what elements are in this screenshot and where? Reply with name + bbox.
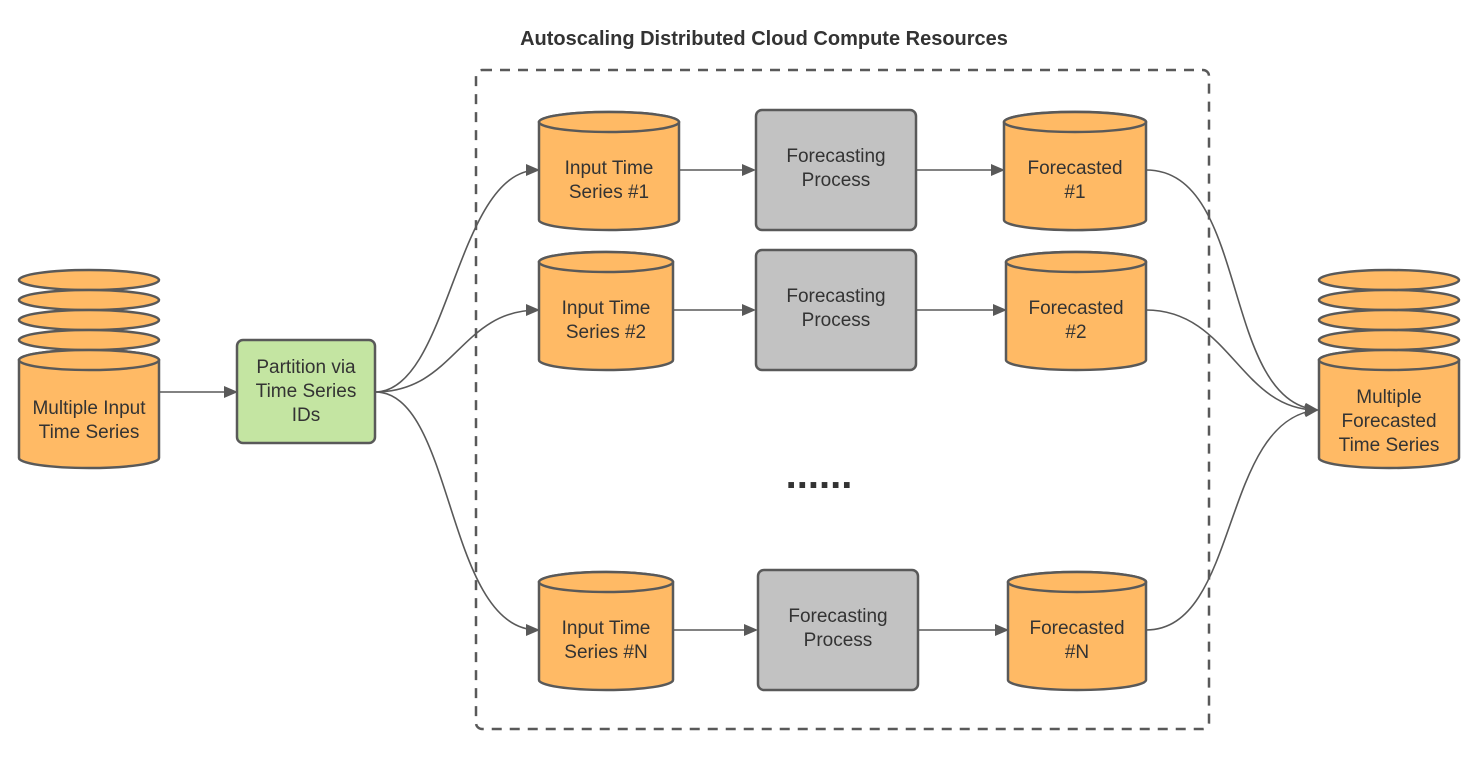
input-store-label-2: Time Series: [39, 422, 140, 443]
input-store-label-1: Multiple Input: [32, 398, 146, 419]
output-store-label-2: Forecasted: [1341, 411, 1436, 432]
ellipsis: ......: [786, 453, 853, 497]
input-series-1-cylinder: [537, 110, 681, 232]
cloud-boundary: [474, 68, 1211, 731]
edge-partition-to-input-n: [374, 391, 540, 636]
edge-partition-to-input-2: [374, 304, 540, 393]
edge-output-1-to-store: [1145, 169, 1319, 415]
output-store-label-3: Time Series: [1339, 435, 1440, 456]
input-series-1-label-2: Series #1: [569, 182, 649, 203]
forecasted-2-label-1: Forecasted: [1028, 298, 1123, 319]
forecasting-process-n-label-2: Process: [804, 630, 873, 651]
input-series-n-cylinder: [537, 570, 675, 692]
output-store-label-1: Multiple: [1356, 387, 1421, 408]
partition-box: [235, 338, 377, 445]
forecasted-2-cylinder: [1004, 250, 1148, 372]
forecasting-process-n: [756, 568, 920, 692]
forecasted-n-label-2: #N: [1065, 642, 1089, 663]
forecasting-process-2-label-1: Forecasting: [786, 286, 885, 307]
input-series-2-label-1: Input Time: [562, 298, 651, 319]
input-series-1-label-1: Input Time: [565, 158, 654, 179]
forecasted-1-label-2: #1: [1064, 182, 1085, 203]
input-store-stack: [17, 268, 161, 470]
diagram-title: Autoscaling Distributed Cloud Compute Re…: [520, 28, 1008, 50]
forecasting-process-1: [754, 108, 918, 232]
input-series-n-label-1: Input Time: [562, 618, 651, 639]
forecasted-2-label-2: #2: [1065, 322, 1086, 343]
output-store-stack: [1317, 268, 1461, 470]
forecasting-process-n-label-1: Forecasting: [788, 606, 887, 627]
partition-label-3: IDs: [292, 405, 321, 426]
forecasted-n-label-1: Forecasted: [1029, 618, 1124, 639]
forecasting-process-2: [754, 248, 918, 372]
edge-output-2-to-store: [1145, 309, 1319, 416]
forecasted-1-cylinder: [1002, 110, 1148, 232]
forecasted-n-cylinder: [1006, 570, 1148, 692]
forecasted-1-label-1: Forecasted: [1027, 158, 1122, 179]
connectors: [160, 164, 1319, 636]
forecasting-process-1-label-2: Process: [802, 170, 871, 191]
edge-partition-to-input-1: [374, 164, 540, 393]
input-series-2-label-2: Series #2: [566, 322, 646, 343]
forecasting-process-2-label-2: Process: [802, 310, 871, 331]
input-series-2-cylinder: [537, 250, 675, 372]
forecasting-process-1-label-1: Forecasting: [786, 146, 885, 167]
partition-label-1: Partition via: [256, 357, 356, 378]
partition-label-2: Time Series: [256, 381, 357, 402]
input-series-n-label-2: Series #N: [564, 642, 647, 663]
edge-output-n-to-store: [1145, 405, 1319, 631]
